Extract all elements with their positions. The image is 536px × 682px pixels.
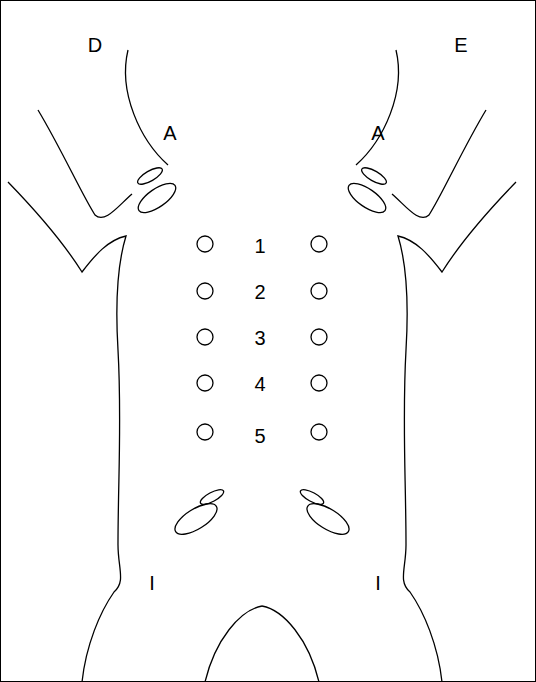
callout-number: 5: [254, 426, 265, 446]
region-letter: I: [149, 573, 155, 593]
region-letter: I: [375, 573, 381, 593]
callout-number: 1: [254, 236, 265, 256]
side-letter: E: [454, 35, 467, 55]
callout-number: 2: [254, 282, 265, 302]
region-letter: A: [371, 123, 384, 143]
frog-outline-left: [8, 50, 262, 682]
callout-number: 4: [254, 374, 265, 394]
frog-outline-right: [262, 50, 516, 682]
callout-number: 3: [254, 328, 265, 348]
side-letter: D: [88, 35, 102, 55]
region-letter: A: [163, 123, 176, 143]
